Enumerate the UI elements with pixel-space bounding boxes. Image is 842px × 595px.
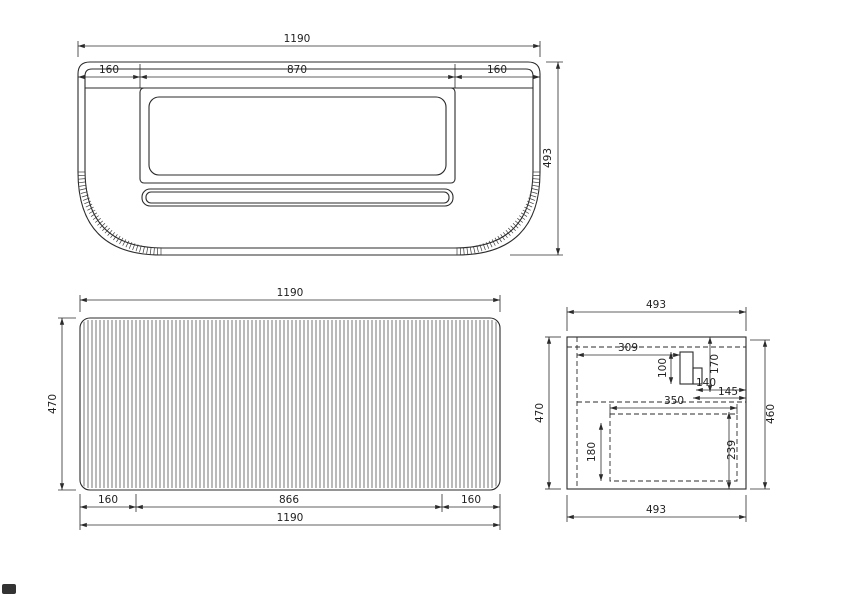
- top-outer-outline: [77, 61, 541, 256]
- dim-label-top-overall: 1190: [284, 33, 311, 45]
- dim-side-drawer-back-height: 239: [726, 412, 738, 489]
- side-outline: [566, 336, 747, 490]
- basin-front-strip-outer: [141, 188, 454, 207]
- dim-side-drawer-front-height: 180: [586, 423, 604, 481]
- dim-label-front-bottom-left: 160: [98, 494, 118, 506]
- dim-label-top-right-offset: 160: [487, 64, 507, 76]
- dim-side-height-left: 470: [534, 336, 561, 490]
- dim-label-front-bottom-right: 160: [461, 494, 481, 506]
- dim-label-front-panel-width: 866: [279, 494, 299, 506]
- dim-label-side-width-top: 493: [646, 299, 666, 311]
- dim-front-overall-bottom: 1190: [79, 512, 501, 530]
- dim-top-overall-width: 1190: [77, 33, 541, 57]
- dim-label-side-runner-offset: 309: [618, 342, 638, 354]
- dim-label-side-height-right: 460: [765, 404, 777, 424]
- dim-side-runner-height: 100: [657, 352, 674, 384]
- side-view: 493 470 460 493 309 100: [534, 299, 777, 522]
- side-runner-bracket-lower: [692, 367, 703, 385]
- dim-top-offsets: 160 870 160: [78, 64, 540, 88]
- dim-top-depth: 493: [510, 61, 563, 256]
- dim-label-side-drawer-front-height: 180: [586, 442, 598, 462]
- dim-side-width-top: 493: [566, 299, 747, 331]
- dim-label-side-runner-height: 100: [657, 358, 669, 378]
- basin-front-strip-inner: [145, 191, 450, 204]
- dim-front-overall-top: 1190: [79, 287, 501, 312]
- dim-front-bottom-offsets: 160 866 160: [79, 494, 501, 512]
- dim-label-front-overall-top: 1190: [277, 287, 304, 299]
- side-runner-bracket: [679, 351, 694, 385]
- corner-mark: [2, 584, 16, 594]
- dim-side-runner-drop: 170: [707, 337, 721, 392]
- dim-label-side-drawer-width: 350: [664, 395, 684, 407]
- dim-side-runner-width-2: 145: [693, 386, 746, 401]
- dim-side-runner-offset: 309: [577, 342, 680, 358]
- basin-inner-rim: [148, 96, 447, 176]
- dim-label-top-depth: 493: [542, 148, 554, 168]
- dim-label-front-overall-bottom: 1190: [277, 512, 304, 524]
- dim-label-top-left-offset: 160: [99, 64, 119, 76]
- dim-label-side-drawer-back-height: 239: [726, 440, 738, 460]
- dim-side-width-bottom: 493: [566, 495, 747, 522]
- dim-label-top-basin-width: 870: [287, 64, 307, 76]
- front-flutes: [83, 320, 497, 488]
- front-panel-outline: [79, 317, 501, 491]
- dim-label-side-runner-width: 140: [696, 377, 716, 389]
- dim-label-front-height: 470: [47, 394, 59, 414]
- dim-front-height: 470: [47, 317, 76, 491]
- front-view: 1190 470 160 866 160 1190: [47, 287, 501, 530]
- dim-side-height-right: 460: [750, 339, 777, 490]
- top-inner-outline: [84, 68, 534, 249]
- dim-label-side-runner-drop: 170: [709, 354, 721, 374]
- dim-label-side-width-bottom: 493: [646, 504, 666, 516]
- dim-label-side-height-left: 470: [534, 403, 546, 423]
- dim-side-runner-width: 140: [696, 377, 746, 393]
- dim-label-side-runner-width-2: 145: [718, 386, 738, 398]
- top-view: 1190 160 870 160 493: [77, 33, 563, 256]
- side-drawer-outline: [609, 413, 738, 482]
- basin-outer-rim: [139, 87, 456, 184]
- dim-side-drawer-width: 350: [609, 395, 738, 414]
- top-flute-hatch: [78, 171, 540, 255]
